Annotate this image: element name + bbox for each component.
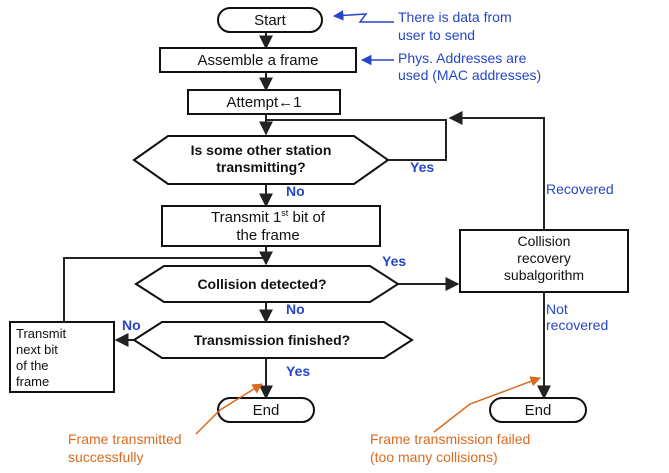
edge-yes-loop [266,119,447,161]
is-transmitting-line-2: transmitting? [216,159,305,175]
yes-collision-label: Yes [382,253,406,269]
start-note-pointer [332,10,394,23]
edge-recovered-loop [448,111,545,230]
start-label: Start [254,12,287,29]
collision-detected-label: Collision detected? [197,276,326,292]
start-note-line-1: There is data from [398,9,512,25]
attempt-node: Attempt←1 [187,89,341,115]
recovered-label: Recovered [546,181,614,197]
fail-note-line-2: (too many collisions) [370,449,498,465]
edge-labels: Yes No Yes No No Yes Recovered Not recov… [122,159,614,379]
end-right-node: End [489,397,587,423]
attempt-label: Attempt←1 [226,94,301,111]
no-collision-label: No [286,301,305,317]
transmit-first-line-2: the frame [236,227,299,244]
end-left-node: End [217,397,315,423]
transmit-next-line-4: frame [16,374,49,389]
end-left-label: End [253,402,280,419]
not-recovered-line-2: recovered [546,317,608,333]
transmit-next-bit-node: Transmit next bit of the frame [9,321,115,393]
assemble-note-line-2: used (MAC addresses) [398,67,541,83]
yes-transmitting-label: Yes [410,159,434,175]
end-right-label: End [525,402,552,419]
transmit-next-line-2: next bit [16,342,58,357]
recovery-line-1: Collision [518,233,571,249]
no-transmitting-label: No [286,183,305,199]
success-note-line-2: successfully [68,449,143,465]
collision-recovery-node: Collision recovery subalgorithm [459,229,629,293]
transmission-finished-label: Transmission finished? [194,332,350,348]
start-note-line-2: user to send [398,27,475,43]
start-node: Start [217,7,323,33]
fail-note-pointer [433,376,541,433]
annotations: There is data from user to send Phys. Ad… [68,9,541,465]
is-transmitting-decision: Is some other station transmitting? [132,135,390,185]
transmit-next-line-3: of the [16,358,49,373]
assemble-note-line-1: Phys. Addresses are [398,50,527,66]
transmit-first-bit-node: Transmit 1st bit of the frame [161,205,381,247]
success-note-pointer [195,383,263,435]
recovery-line-2: recovery [517,250,571,266]
yes-finished-label: Yes [286,363,310,379]
edge-next-bit-loop [63,257,266,322]
no-finished-label: No [122,317,141,333]
is-transmitting-line-1: Is some other station [191,142,332,158]
recovery-line-3: subalgorithm [504,267,584,283]
transmission-finished-decision: Transmission finished? [132,321,414,359]
assemble-frame-label: Assemble a frame [198,52,319,69]
collision-detected-decision: Collision detected? [134,265,400,303]
transmit-next-line-1: Transmit [16,326,66,341]
success-note-line-1: Frame transmitted [68,431,182,447]
fail-note-line-1: Frame transmission failed [370,431,530,447]
transmit-first-line-1: Transmit 1st bit of [211,208,326,226]
assemble-frame-node: Assemble a frame [159,47,357,73]
not-recovered-line-1: Not [546,301,568,317]
